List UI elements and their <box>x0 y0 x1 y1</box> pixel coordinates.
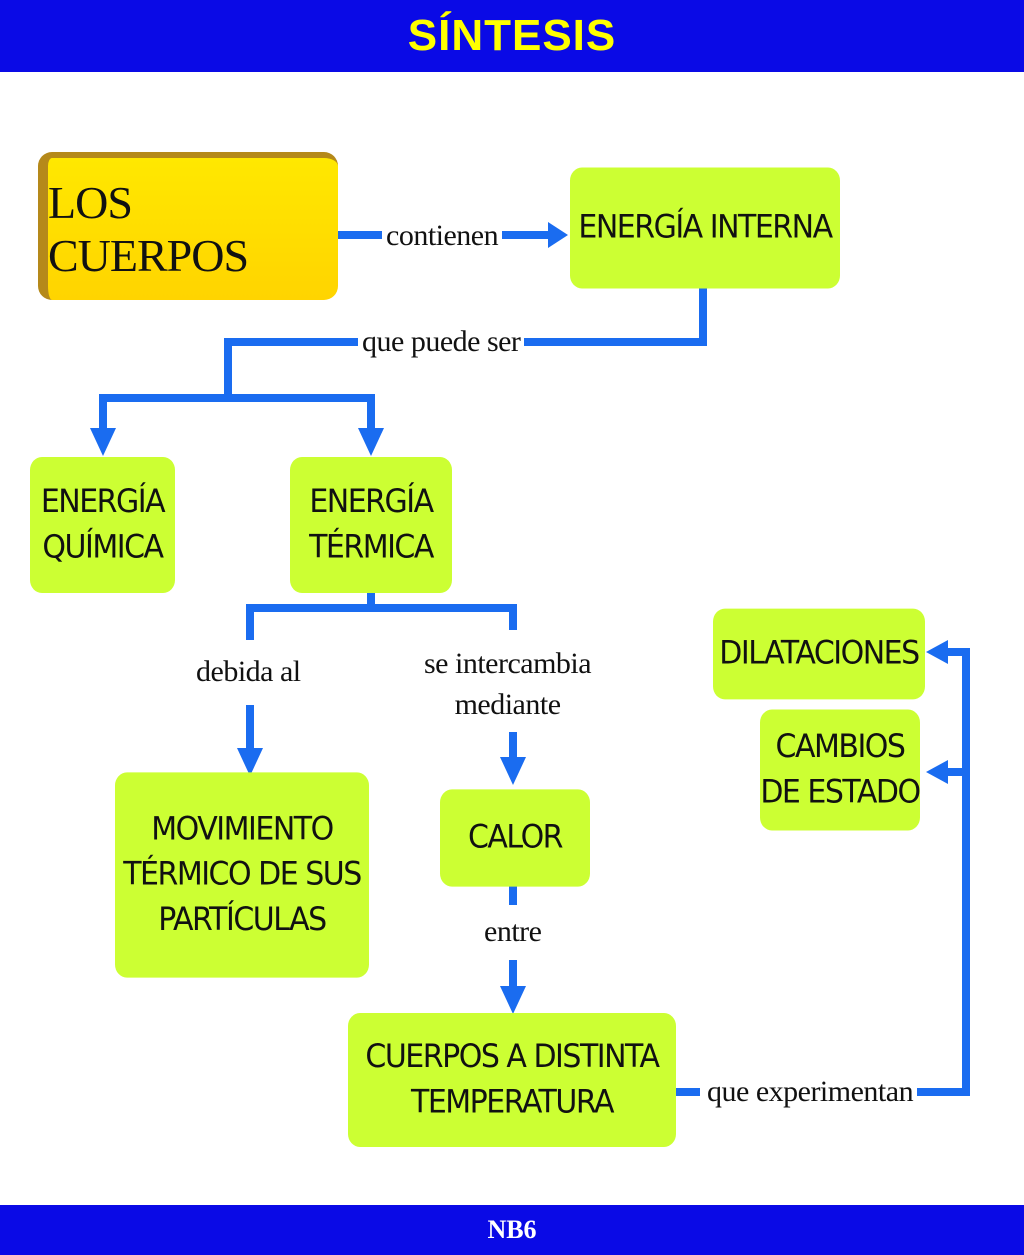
node-calor: CALOR <box>440 789 590 887</box>
arrowhead-quimica <box>90 428 116 456</box>
line-experimentan-right <box>912 648 970 1096</box>
label-entre: entre <box>480 910 546 954</box>
footer-bar: NB6 <box>0 1205 1024 1255</box>
label-que-experimentan: que experimentan <box>703 1070 918 1114</box>
title-bar: SÍNTESIS <box>0 0 1024 72</box>
page-title: SÍNTESIS <box>407 11 617 60</box>
line-split-energias <box>99 394 375 432</box>
node-dilataciones: DILATACIONES <box>713 608 925 700</box>
node-los-cuerpos: LOS CUERPOS <box>38 152 338 300</box>
label-se-intercambia: se intercambia mediante <box>420 644 596 725</box>
arrowhead-energia-interna <box>548 222 568 248</box>
label-debida-al: debida al <box>192 650 305 694</box>
arrowhead-termica <box>358 428 384 456</box>
label-que-puede-ser: que puede ser <box>358 320 525 364</box>
arrowhead-calor <box>500 757 526 785</box>
node-los-cuerpos-label: LOS CUERPOS <box>48 177 249 281</box>
node-energia-termica: ENERGÍA TÉRMICA <box>290 456 452 594</box>
node-cambios-estado: CAMBIOS DE ESTADO <box>760 709 921 831</box>
line-split-termica <box>246 588 375 640</box>
node-movimiento: MOVIMIENTO TÉRMICO DE SUS PARTÍCULAS <box>115 772 369 978</box>
node-energia-quimica: ENERGÍA QUÍMICA <box>30 456 175 594</box>
arrowhead-dilataciones <box>926 640 948 664</box>
arrowhead-cuerpos <box>500 986 526 1014</box>
label-contienen: contienen <box>382 214 503 258</box>
node-energia-interna: ENERGÍA INTERNA <box>570 167 840 289</box>
arrowhead-movimiento <box>237 748 263 776</box>
arrowhead-cambios <box>926 760 948 784</box>
node-cuerpos-temperatura: CUERPOS A DISTINTA TEMPERATURA <box>348 1013 676 1147</box>
footer-text: NB6 <box>487 1215 537 1244</box>
line-termica-right <box>371 604 517 630</box>
